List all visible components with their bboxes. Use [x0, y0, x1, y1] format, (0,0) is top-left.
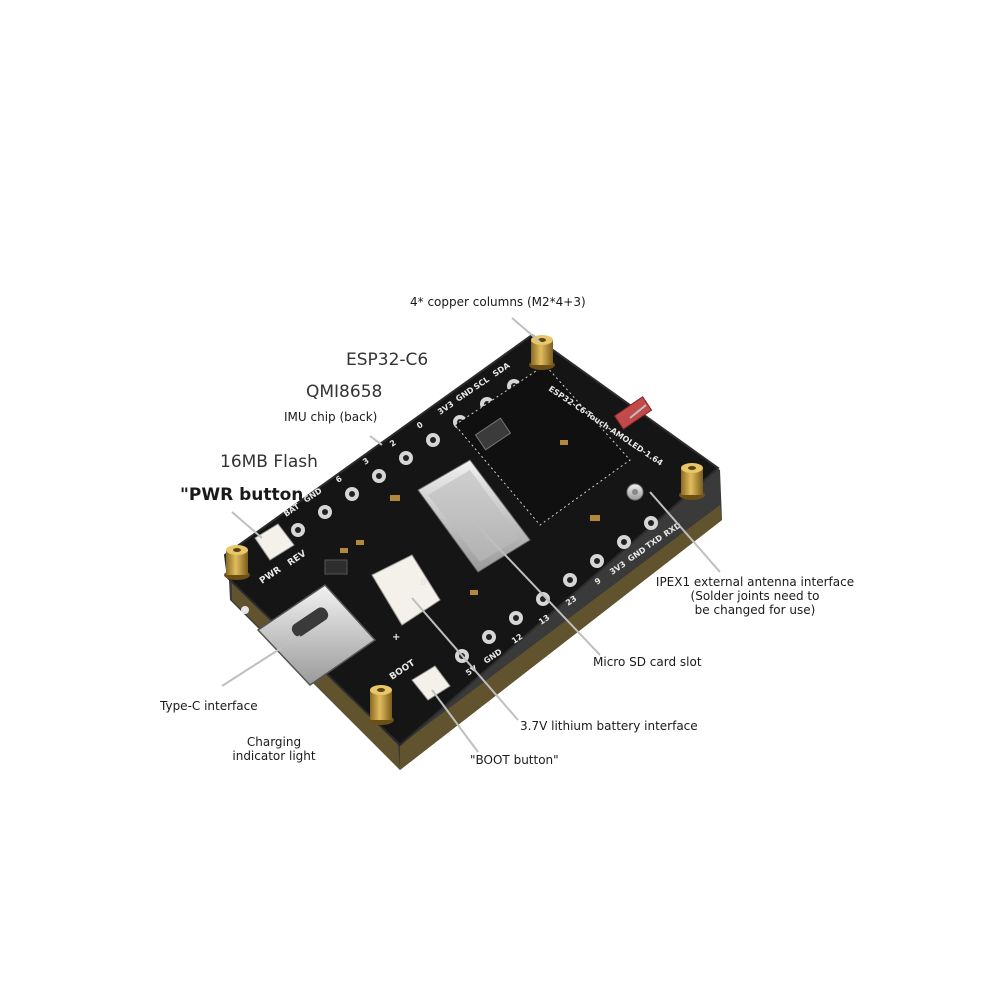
ipex-label-line1: IPEX1 external antenna interface [655, 575, 855, 589]
leader-boot [431, 689, 479, 753]
battery-connector [371, 554, 441, 626]
bottom-pin-header [455, 516, 658, 663]
annotation-lines [221, 317, 721, 753]
copper-columns-label: 4* copper columns (M2*4+3) [410, 295, 586, 309]
leader-type-c [221, 635, 301, 687]
leader-copper-columns [511, 317, 541, 343]
standoff-top [529, 335, 555, 370]
boot-button [411, 665, 451, 701]
ipex-connector [626, 483, 644, 501]
micro-sd-slot [417, 459, 531, 573]
ipex-label-line3: be changed for use) [694, 603, 816, 617]
type-c-connector [256, 584, 377, 686]
leader-battery [411, 597, 519, 721]
ipex-label-line2: (Solder joints need to [690, 589, 820, 603]
leader-antenna-chip [629, 404, 647, 419]
charging-led [241, 606, 249, 614]
flash-label: 16MB Flash [220, 452, 318, 472]
micro-sd-label: Micro SD card slot [593, 655, 702, 669]
esp32-module [454, 364, 631, 526]
leader-ipex [649, 491, 721, 573]
pin-label: 0 [415, 420, 425, 431]
pin-label: 3 [361, 456, 371, 467]
charging-label-line2: indicator light [232, 749, 316, 763]
bat-plus-silk: + [392, 632, 400, 643]
ipex-label: IPEX1 external antenna interface (Solder… [652, 575, 858, 617]
charging-label: Charging indicator light [224, 735, 324, 763]
pwr-button [254, 523, 295, 561]
charging-label-line1: Charging [246, 735, 302, 749]
standoff-left [224, 545, 250, 580]
leader-sd [471, 519, 601, 656]
pin-label: 2 [388, 438, 398, 449]
pin-label: 9 [593, 576, 603, 587]
standoff-right [679, 463, 705, 500]
antenna-chip [613, 396, 653, 430]
pin-label: 6 [334, 474, 344, 485]
qmi-label: QMI8658 [306, 382, 383, 402]
leader-pwr [231, 511, 263, 539]
battery-label: 3.7V lithium battery interface [520, 719, 698, 733]
smd-components [324, 440, 600, 595]
bat-minus-silk: B [420, 578, 427, 588]
esp32-label: ESP32-C6 [346, 350, 429, 370]
pwr-button-label: "PWR button [180, 485, 304, 505]
leader-imu [369, 435, 383, 446]
standoff-bottom [368, 685, 394, 725]
boot-button-label: "BOOT button" [470, 753, 559, 767]
type-c-label: Type-C interface [160, 699, 258, 713]
imu-chip-label: IMU chip (back) [284, 410, 378, 424]
